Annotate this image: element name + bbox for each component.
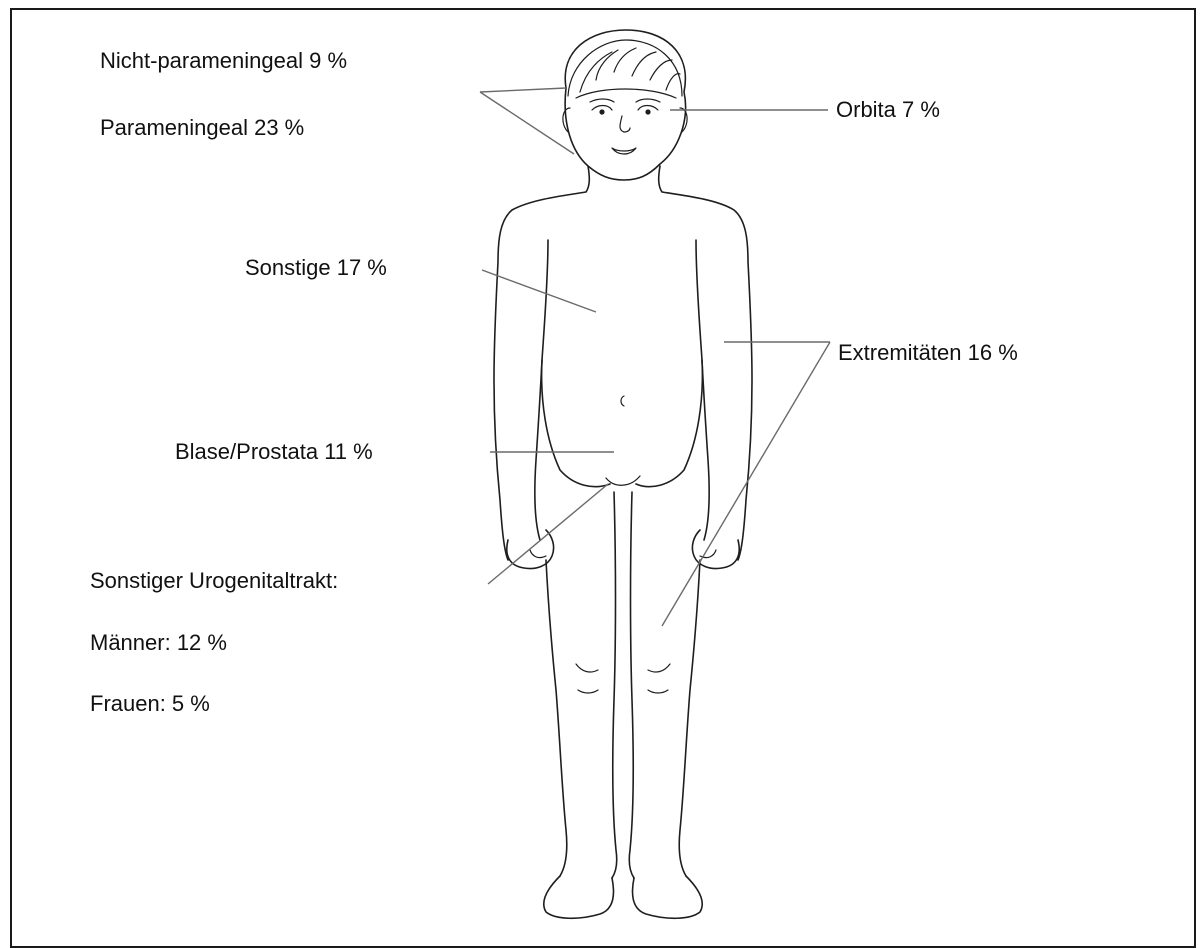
- legs: [546, 492, 700, 878]
- label-extremitaeten: Extremitäten 16 %: [838, 342, 1018, 364]
- leader-sonstige: [482, 270, 596, 312]
- leader-extremitaeten-leg: [662, 342, 830, 626]
- label-urogenital-heading: Sonstiger Urogenitaltrakt:: [90, 570, 338, 592]
- head: [563, 30, 687, 180]
- feet: [544, 876, 703, 918]
- label-orbita: Orbita 7 %: [836, 99, 940, 121]
- label-nicht-parameningeal: Nicht-parameningeal 9 %: [100, 50, 347, 72]
- torso: [494, 166, 752, 560]
- leader-parameningeal: [480, 92, 574, 154]
- label-sonstige: Sonstige 17 %: [245, 257, 387, 279]
- label-blase-prostata: Blase/Prostata 11 %: [175, 441, 373, 463]
- label-parameningeal: Parameningeal 23 %: [100, 117, 304, 139]
- label-frauen: Frauen: 5 %: [90, 693, 210, 715]
- label-maenner: Männer: 12 %: [90, 632, 227, 654]
- leader-nicht-parameningeal: [480, 88, 566, 92]
- leader-urogenital: [488, 484, 608, 584]
